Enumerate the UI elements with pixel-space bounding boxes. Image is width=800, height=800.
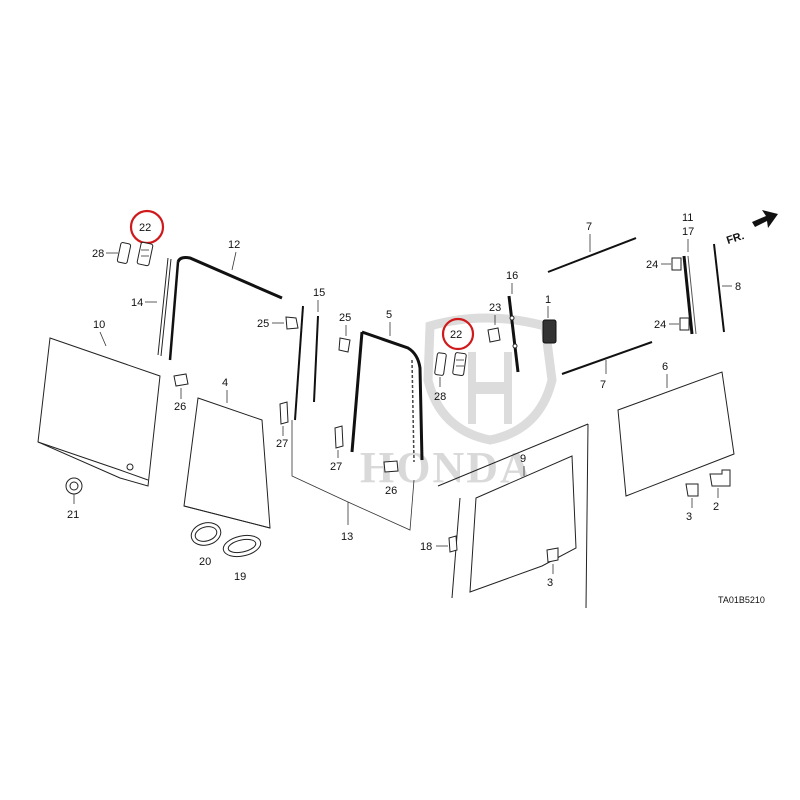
label-part-20: 20 <box>199 556 211 568</box>
clip-part-25-mid <box>338 337 351 353</box>
stopper-21-inner <box>69 481 79 491</box>
front-direction-marker: FR. <box>725 210 778 247</box>
front-arrow-icon <box>752 210 778 228</box>
molding-part-14-edge <box>160 258 172 357</box>
clip-part-1 <box>542 319 557 344</box>
label-part-4: 4 <box>222 377 228 389</box>
label-part-7-lower: 7 <box>600 379 606 391</box>
leader-line <box>99 331 107 347</box>
clip-part-26-left <box>173 373 189 387</box>
label-part-9: 9 <box>520 453 526 465</box>
sticker-part-2 <box>709 469 731 487</box>
label-part-7-upper: 7 <box>586 221 592 233</box>
label-part-26-left: 26 <box>174 401 186 413</box>
emblem-part-19 <box>222 534 262 558</box>
label-part-22-right: 22 <box>450 329 462 341</box>
honda-h-mark <box>468 352 512 424</box>
label-part-24-upper: 24 <box>646 259 658 271</box>
honda-h-logo <box>423 313 557 445</box>
label-part-25-mid: 25 <box>339 312 351 324</box>
door-outline-right <box>585 423 589 609</box>
molding-part-14 <box>157 257 169 356</box>
label-part-19: 19 <box>234 571 246 583</box>
sticker-part-3-door <box>546 547 559 563</box>
clip-part-28-right <box>434 352 447 376</box>
label-part-22-left: 22 <box>139 222 151 234</box>
clip-part-22-left <box>136 241 154 267</box>
sash-16-bolt <box>509 315 515 321</box>
label-part-16: 16 <box>506 270 518 282</box>
label-part-12: 12 <box>228 239 240 251</box>
channel-part-5-side <box>350 331 364 453</box>
emblem-part-20 <box>190 522 222 546</box>
clip-part-27-left <box>279 401 289 425</box>
clip-part-27-mid <box>334 425 344 449</box>
glass-10-hole <box>126 463 134 471</box>
label-part-28-left: 28 <box>92 248 104 260</box>
highlight-circle-right <box>441 317 475 351</box>
molding-part-7-lower <box>561 341 653 375</box>
sash-part-11-17 <box>682 255 694 335</box>
label-part-23: 23 <box>489 302 501 314</box>
label-part-13: 13 <box>341 531 353 543</box>
clip-part-26-mid <box>383 460 399 473</box>
molding-part-15-pair <box>294 305 304 421</box>
label-part-10: 10 <box>93 319 105 331</box>
molding-part-12-side <box>168 261 180 361</box>
label-part-27-mid: 27 <box>330 461 342 473</box>
label-part-18: 18 <box>420 541 432 553</box>
sash-16-bolt <box>512 343 518 349</box>
leader-line <box>231 251 237 271</box>
sash-11-17-edge <box>687 255 697 335</box>
label-part-3-right: 3 <box>686 511 692 523</box>
label-part-3-door: 3 <box>547 577 553 589</box>
emblem-19-inner <box>227 538 257 554</box>
label-part-25-left: 25 <box>257 318 269 330</box>
label-part-1: 1 <box>545 294 551 306</box>
label-part-15: 15 <box>313 287 325 299</box>
label-part-24-lower: 24 <box>654 319 666 331</box>
clip-part-22-right <box>452 352 467 376</box>
clip-part-24-upper <box>671 257 682 271</box>
channel-part-5 <box>361 330 424 461</box>
sash-part-16 <box>507 295 520 373</box>
clip-part-24-lower <box>679 317 690 331</box>
label-part-11: 11 <box>682 212 693 224</box>
label-part-8: 8 <box>735 281 741 293</box>
label-part-6: 6 <box>662 361 668 373</box>
glass-part-4 <box>183 397 271 529</box>
glass-10-edge <box>37 441 149 481</box>
glass-4-edge <box>183 505 271 529</box>
diagram-code: TA01B5210 <box>718 595 765 605</box>
molding-part-15 <box>313 315 319 403</box>
label-part-14: 14 <box>131 297 143 309</box>
sticker-part-3-right <box>685 483 699 497</box>
label-part-27-left: 27 <box>276 438 288 450</box>
clip-part-23 <box>487 327 501 343</box>
glass-part-10 <box>37 337 161 487</box>
molding-part-8 <box>713 243 725 333</box>
clip-part-18 <box>448 535 458 553</box>
emblem-20-inner <box>194 526 218 542</box>
door-outline-top <box>437 423 589 487</box>
label-part-2: 2 <box>713 501 719 513</box>
label-part-28-right: 28 <box>434 391 446 403</box>
channel-part-5-inner <box>411 359 415 463</box>
label-part-21: 21 <box>67 509 79 521</box>
label-part-5: 5 <box>386 309 392 321</box>
label-part-17: 17 <box>682 226 694 238</box>
molding-part-12 <box>176 256 283 300</box>
glass-part-6 <box>617 371 735 497</box>
label-part-26-mid: 26 <box>385 485 397 497</box>
clip-part-25-left <box>285 316 299 330</box>
molding-part-7-upper <box>547 237 637 273</box>
front-marker-text: FR. <box>725 230 746 247</box>
clip-part-28-left <box>116 242 132 264</box>
stopper-part-21 <box>65 477 83 495</box>
